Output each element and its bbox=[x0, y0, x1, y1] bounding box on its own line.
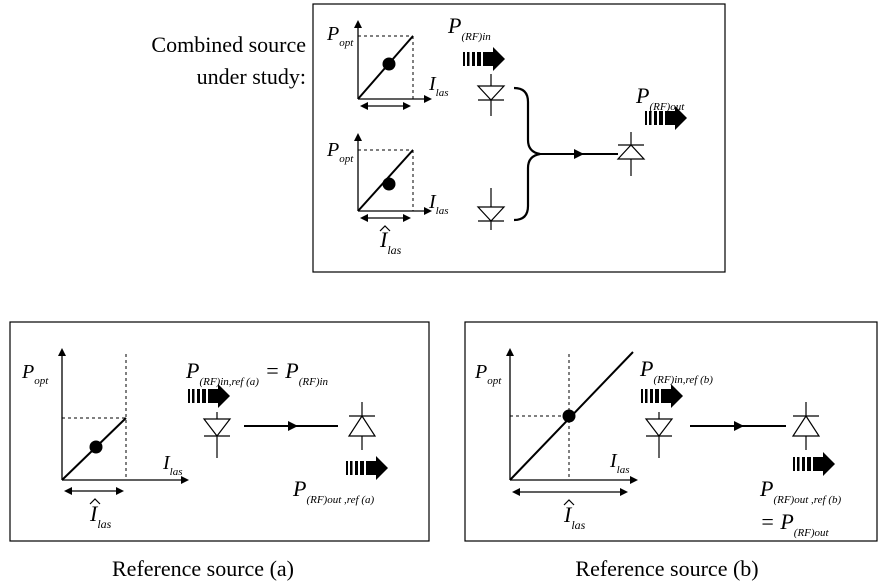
rf-power-arrow-icon bbox=[641, 384, 683, 408]
rf-out-label: P(RF)out ,ref (a) bbox=[292, 476, 374, 506]
laser-diode-icon bbox=[791, 402, 821, 450]
rf-power-arrow-icon bbox=[793, 452, 835, 476]
laser-diode-icon bbox=[347, 402, 377, 450]
svg-text:Ilas: Ilas bbox=[379, 227, 402, 257]
reference-panel-a: Popt Ilas Ilas P(RF)in,ref (a)= P(RF)in … bbox=[9, 321, 430, 581]
hat-mark bbox=[379, 225, 391, 232]
laser-diode-icon bbox=[616, 132, 646, 176]
rf-out-equality: = P(RF)out bbox=[760, 509, 830, 539]
x-axis-label: Ilas bbox=[162, 452, 183, 478]
y-axis-label: Popt bbox=[21, 361, 49, 387]
photodiode-icon bbox=[476, 74, 506, 116]
hat-mark bbox=[89, 498, 101, 505]
rf-out-label: P(RF)out ,ref (b) bbox=[759, 476, 841, 506]
caption-line-2: under study: bbox=[197, 64, 306, 89]
upper-laser-graph: Popt Ilas bbox=[326, 20, 449, 110]
hat-mark bbox=[563, 499, 575, 506]
photodiode-icon bbox=[202, 412, 232, 458]
photodiode-icon bbox=[476, 188, 506, 230]
svg-text:Ilas: Ilas bbox=[563, 502, 586, 532]
combiner-brace bbox=[513, 86, 541, 222]
combined-source-panel: Combined source under study: Popt Ilas P… bbox=[151, 3, 726, 273]
rf-in-label: P(RF)in,ref (b) bbox=[639, 356, 713, 386]
x-axis-label: Ilas bbox=[428, 73, 449, 99]
bias-point-icon bbox=[382, 57, 396, 71]
y-axis-label: Popt bbox=[326, 23, 354, 49]
photodiode-icon bbox=[644, 412, 674, 458]
x-axis-label: Ilas bbox=[428, 191, 449, 217]
bias-point-icon bbox=[382, 177, 396, 191]
reference-panel-b: Popt Ilas Ilas P(RF)in,ref (b) P(RF)out … bbox=[464, 321, 878, 581]
amplitude-label: Ilas bbox=[379, 225, 402, 257]
rf-in-label: P(RF)in,ref (a)= P(RF)in bbox=[185, 358, 329, 388]
y-axis-label: Popt bbox=[326, 139, 354, 165]
bias-point-icon bbox=[562, 409, 576, 423]
panel-frame bbox=[312, 3, 726, 273]
amplitude-label: Ilas bbox=[89, 498, 112, 531]
panel-frame bbox=[9, 321, 430, 542]
caption-line-1: Combined source bbox=[151, 32, 306, 57]
rf-power-arrow-icon bbox=[346, 456, 388, 480]
rf-out-label: P(RF)out bbox=[635, 83, 685, 113]
rf-in-label: P(RF)in bbox=[447, 13, 491, 43]
x-axis-label: Ilas bbox=[609, 450, 630, 476]
panel-frame bbox=[464, 321, 878, 542]
panel-a-title: Reference source (a) bbox=[112, 556, 294, 581]
panel-b-title: Reference source (b) bbox=[575, 556, 758, 581]
amplitude-label: Ilas bbox=[563, 499, 586, 532]
bias-point-icon bbox=[89, 440, 103, 454]
rf-power-arrow-icon bbox=[463, 47, 505, 71]
lower-laser-graph: Popt Ilas Ilas bbox=[326, 133, 449, 257]
svg-text:Ilas: Ilas bbox=[89, 501, 112, 531]
y-axis-label: Popt bbox=[474, 361, 502, 387]
